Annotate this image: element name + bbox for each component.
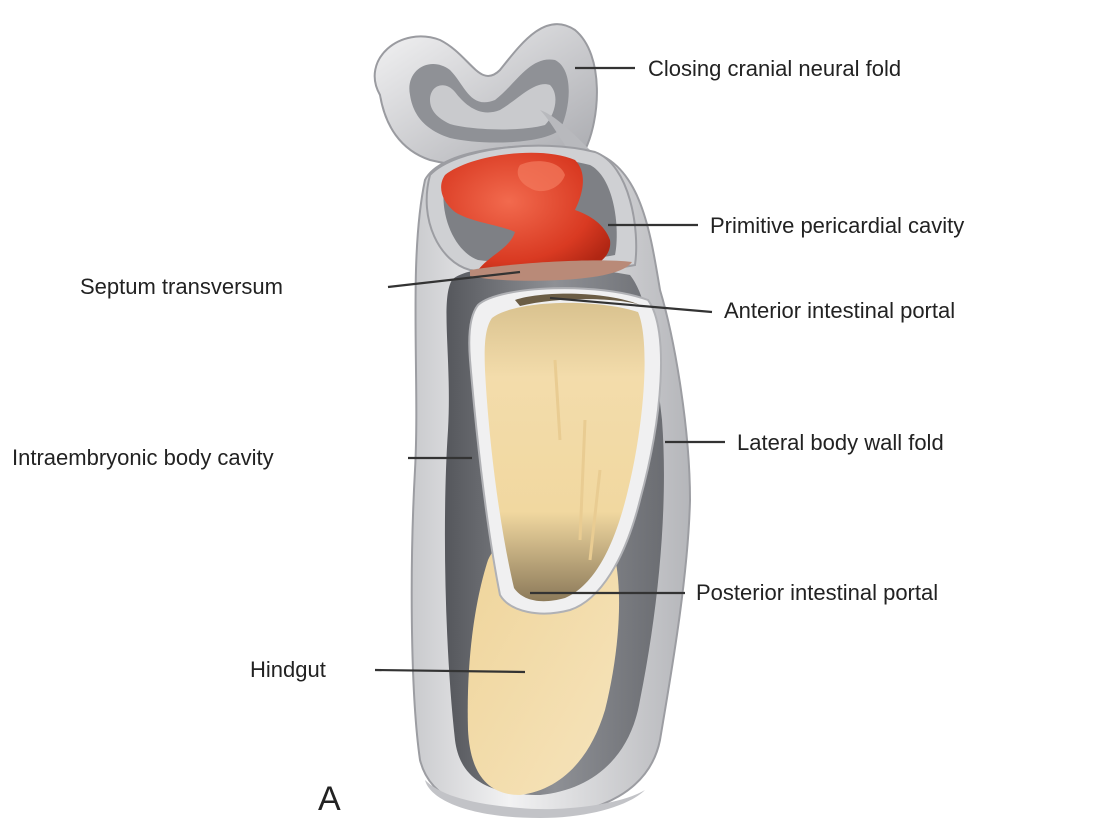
panel-letter: A bbox=[318, 780, 341, 818]
pericardial-region bbox=[427, 146, 637, 281]
label-hindgut: Hindgut bbox=[250, 657, 326, 682]
label-anterior-intestinal-portal: Anterior intestinal portal bbox=[724, 298, 955, 323]
label-intraembryonic-body-cavity: Intraembryonic body cavity bbox=[12, 445, 274, 470]
label-primitive-pericardial-cavity: Primitive pericardial cavity bbox=[710, 213, 964, 238]
label-posterior-intestinal-portal: Posterior intestinal portal bbox=[696, 580, 938, 605]
label-closing-cranial-neural-fold: Closing cranial neural fold bbox=[648, 56, 901, 81]
label-lateral-body-wall-fold: Lateral body wall fold bbox=[737, 430, 944, 455]
label-septum-transversum: Septum transversum bbox=[80, 274, 283, 299]
